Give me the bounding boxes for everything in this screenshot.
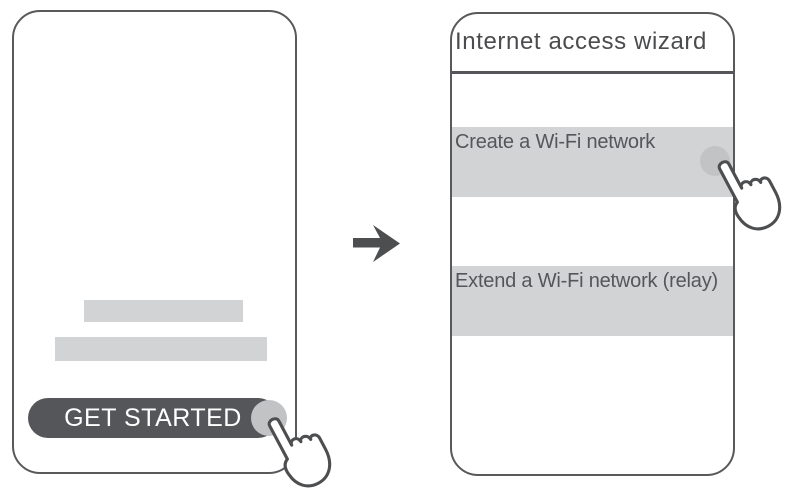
option-create-wifi-network[interactable]: Create a Wi-Fi network xyxy=(452,127,733,197)
phone-screen-wizard: Internet access wizard Create a Wi-Fi ne… xyxy=(450,12,735,476)
tap-hand-icon xyxy=(717,160,782,231)
page-title: Internet access wizard xyxy=(452,14,733,74)
arrow-right-icon xyxy=(353,225,400,262)
get-started-button[interactable]: GET STARTED xyxy=(28,398,278,438)
text-placeholder-bar xyxy=(55,337,267,361)
tap-hand-icon xyxy=(267,417,332,488)
phone-screen-wizard-body: Internet access wizard Create a Wi-Fi ne… xyxy=(452,14,733,474)
option-extend-wifi-network[interactable]: Extend a Wi-Fi network (relay) xyxy=(452,266,733,336)
text-placeholder-bar xyxy=(84,300,243,322)
phone-screen-welcome-body: GET STARTED xyxy=(14,12,295,472)
phone-screen-welcome: GET STARTED xyxy=(12,10,297,474)
